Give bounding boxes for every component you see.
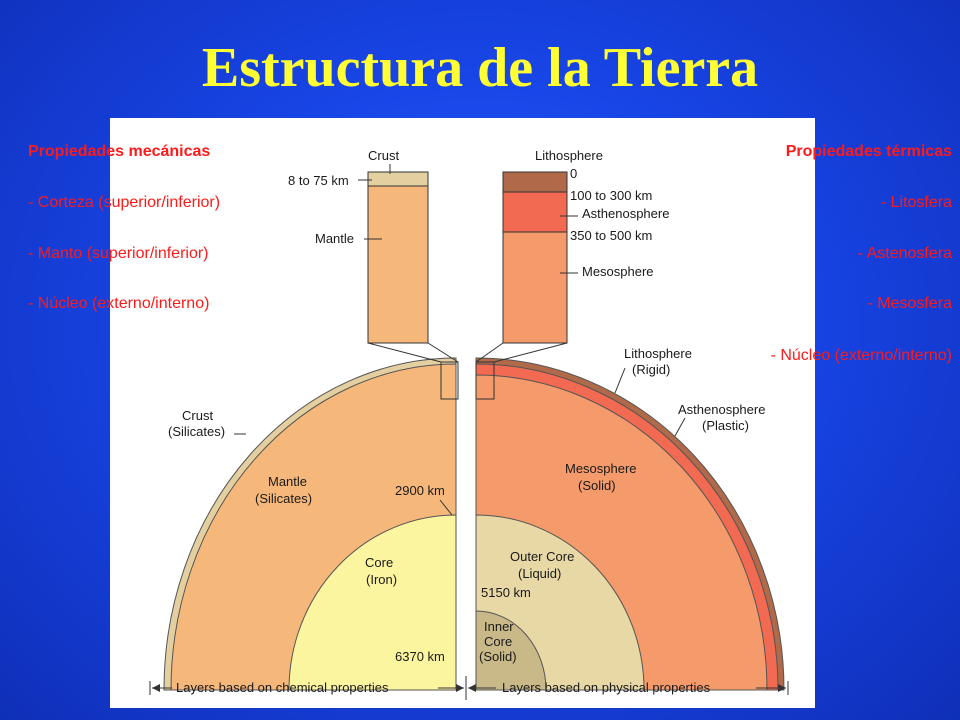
label-crust-silicates-2: (Silicates) xyxy=(168,424,225,439)
label-asth-depth: 350 to 500 km xyxy=(570,228,652,243)
right-column-asthenosphere xyxy=(502,191,568,233)
right-item-nucleo: - Núcleo (externo/interno) xyxy=(770,347,952,364)
label-lith-rigid-1: Lithosphere xyxy=(624,346,692,361)
label-outer-core-2: (Liquid) xyxy=(518,566,561,581)
right-column-lithosphere xyxy=(502,171,568,193)
axis-caption-chemical: Layers based on chemical properties xyxy=(176,680,389,695)
label-crust: Crust xyxy=(368,148,399,163)
label-depth-2900: 2900 km xyxy=(395,483,445,498)
label-depth-6370: 6370 km xyxy=(395,649,445,664)
right-item-astenosfera: - Astenosfera xyxy=(857,245,952,262)
left-item-nucleo: - Núcleo (externo/interno) xyxy=(28,295,210,312)
lith-sample-box xyxy=(475,361,495,400)
label-asth-plastic-2: (Plastic) xyxy=(702,418,749,433)
right-panel-heading: Propiedades térmicas xyxy=(785,143,952,160)
label-asthenosphere: Asthenosphere xyxy=(582,206,669,221)
label-mantle: Mantle xyxy=(315,231,354,246)
left-panel-heading: Propiedades mecánicas xyxy=(28,143,211,160)
label-inner-core-3: (Solid) xyxy=(479,649,517,664)
label-crust-depth: 8 to 75 km xyxy=(288,173,349,188)
label-lith-depth: 100 to 300 km xyxy=(570,188,652,203)
right-item-mesosfera: - Mesosfera xyxy=(867,295,952,312)
label-mesosphere: Mesosphere xyxy=(582,264,654,279)
label-asth-plastic-1: Asthenosphere xyxy=(678,402,765,417)
label-meso-solid-2: (Solid) xyxy=(578,478,616,493)
left-item-manto: - Manto (superior/inferior) xyxy=(28,245,209,262)
right-item-litosfera: - Litosfera xyxy=(880,194,952,211)
label-crust-silicates-1: Crust xyxy=(182,408,213,423)
left-column-crust xyxy=(367,171,429,187)
label-mantle-silicates-1: Mantle xyxy=(268,474,307,489)
left-item-corteza: - Corteza (superior/inferior) xyxy=(28,194,221,211)
inner-core-layer xyxy=(475,610,547,691)
slide-title: Estructura de la Tierra xyxy=(201,37,759,99)
label-core-iron-1: Core xyxy=(365,555,393,570)
axis-caption-physical: Layers based on physical properties xyxy=(502,680,711,695)
label-outer-core-1: Outer Core xyxy=(510,549,574,564)
crust-sample-box xyxy=(440,361,459,400)
earth-diagram: Crust 8 to 75 km Mantle Lithosphere 0 10… xyxy=(149,148,789,700)
left-column-mantle xyxy=(367,171,429,344)
earth-structure-figure: Crust 8 to 75 km Mantle Lithosphere 0 10… xyxy=(110,118,815,708)
label-inner-core-1: Inner xyxy=(484,619,514,634)
core-layer xyxy=(288,514,457,691)
label-depth-5150: 5150 km xyxy=(481,585,531,600)
label-core-iron-2: (Iron) xyxy=(366,572,397,587)
label-lith-rigid-2: (Rigid) xyxy=(632,362,670,377)
label-meso-solid-1: Mesosphere xyxy=(565,461,637,476)
label-lithosphere: Lithosphere xyxy=(535,148,603,163)
label-zero: 0 xyxy=(570,166,577,181)
label-mantle-silicates-2: (Silicates) xyxy=(255,491,312,506)
label-inner-core-2: Core xyxy=(484,634,512,649)
